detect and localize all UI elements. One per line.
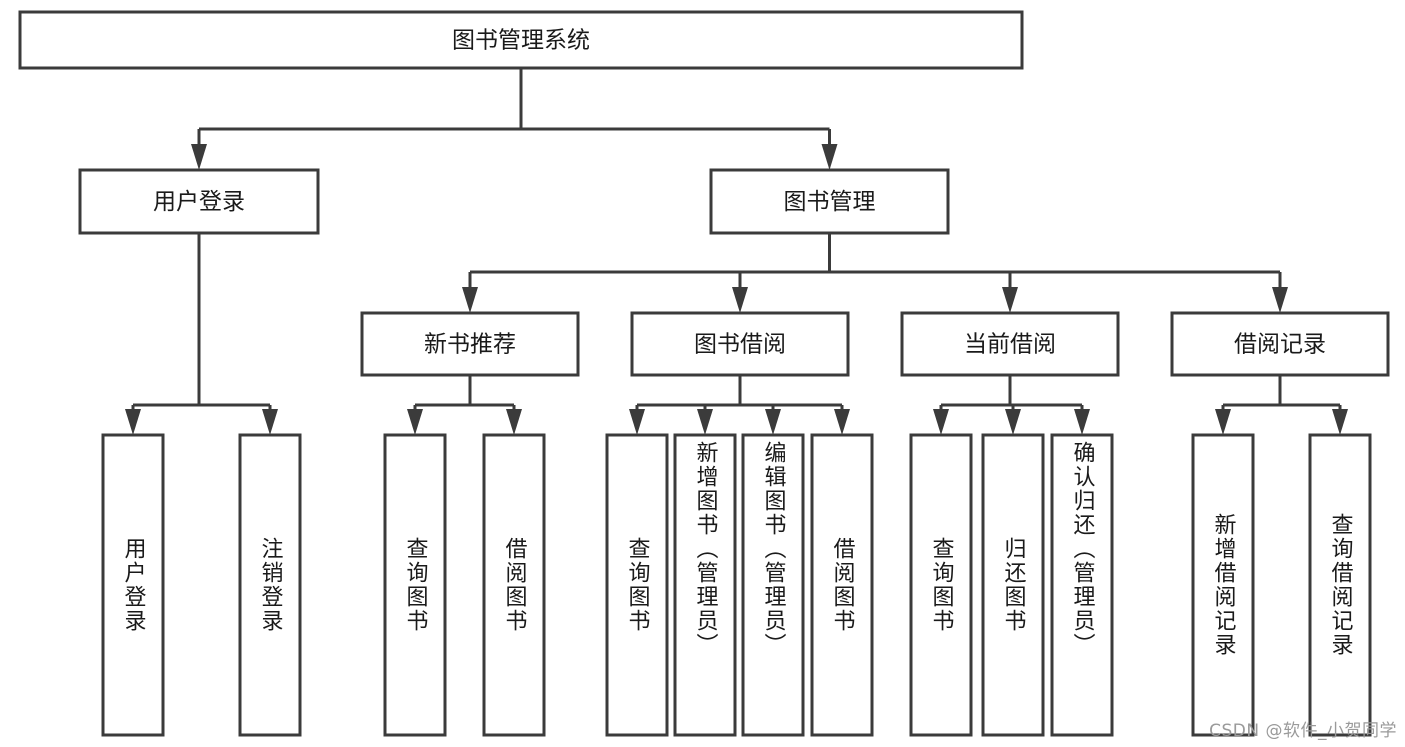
arrowhead-book-borrow <box>732 287 748 313</box>
node-box <box>383 433 447 737</box>
node-box <box>1050 433 1114 737</box>
arrowhead-book-manage <box>821 144 838 170</box>
node-label: 图书管理 <box>784 189 876 215</box>
arrowhead-leaf-confirm-return <box>1074 409 1090 435</box>
node-leaf-borrow-book[interactable] <box>810 433 874 737</box>
node-leaf-query-book-rec[interactable] <box>383 433 447 737</box>
arrowhead-leaf-borrow-book <box>834 409 850 435</box>
connector-layer <box>125 68 1348 435</box>
arrowhead-leaf-borrow-book-rec <box>506 409 522 435</box>
node-box <box>709 168 950 235</box>
node-leaf-query-record[interactable] <box>1308 433 1372 737</box>
node-book-borrow[interactable]: 图书借阅 <box>630 311 850 377</box>
node-box <box>18 10 1024 70</box>
node-book-manage[interactable]: 图书管理 <box>709 168 950 235</box>
node-box <box>1308 433 1372 737</box>
arrowhead-leaf-query-record <box>1332 409 1348 435</box>
node-label: 当前借阅 <box>964 332 1056 358</box>
arrowhead-leaf-logout <box>262 409 278 435</box>
node-box <box>482 433 546 737</box>
arrowhead-leaf-query-book-rec <box>407 409 423 435</box>
node-borrow-record[interactable]: 借阅记录 <box>1170 311 1390 377</box>
node-user-login[interactable]: 用户登录 <box>78 168 320 235</box>
node-leaf-logout[interactable] <box>238 433 302 737</box>
node-box <box>1170 311 1390 377</box>
node-box <box>981 433 1045 737</box>
node-box <box>741 433 805 737</box>
node-root[interactable]: 图书管理系统 <box>18 10 1024 70</box>
node-box <box>673 433 737 737</box>
node-leaf-return-book[interactable] <box>981 433 1045 737</box>
node-leaf-add-record[interactable] <box>1191 433 1255 737</box>
node-leaf-edit-book[interactable] <box>741 433 805 737</box>
node-label: 图书借阅 <box>694 332 786 358</box>
node-box <box>360 311 580 377</box>
node-box <box>810 433 874 737</box>
node-label: 借阅记录 <box>1234 332 1326 358</box>
node-label: 用户登录 <box>153 189 245 215</box>
arrowhead-leaf-edit-book <box>765 409 781 435</box>
node-box <box>1191 433 1255 737</box>
node-box <box>605 433 669 737</box>
node-box <box>101 433 165 737</box>
node-box <box>238 433 302 737</box>
arrowhead-borrow-record <box>1272 287 1288 313</box>
node-leaf-borrow-book-rec[interactable] <box>482 433 546 737</box>
node-box <box>909 433 973 737</box>
node-new-book-rec[interactable]: 新书推荐 <box>360 311 580 377</box>
node-leaf-user-login[interactable] <box>101 433 165 737</box>
arrowhead-current-borrow <box>1002 287 1018 313</box>
node-box <box>630 311 850 377</box>
node-leaf-add-book[interactable] <box>673 433 737 737</box>
node-box <box>78 168 320 235</box>
arrowhead-user-login <box>191 144 207 170</box>
arrowhead-leaf-query-book-borrow <box>629 409 645 435</box>
node-leaf-query-book-cur[interactable] <box>909 433 973 737</box>
node-label: 新书推荐 <box>424 332 516 358</box>
watermark-label: CSDN @软件_小贺同学 <box>1209 721 1397 741</box>
node-current-borrow[interactable]: 当前借阅 <box>900 311 1120 377</box>
node-box <box>900 311 1120 377</box>
node-label: 图书管理系统 <box>452 28 590 54</box>
arrowhead-leaf-user-login <box>125 409 141 435</box>
arrowhead-leaf-add-book <box>697 409 713 435</box>
node-leaf-confirm-return[interactable] <box>1050 433 1114 737</box>
arrowhead-leaf-return-book <box>1005 409 1021 435</box>
node-leaf-query-book-borrow[interactable] <box>605 433 669 737</box>
arrowhead-leaf-query-book-cur <box>933 409 949 435</box>
arrowhead-new-book-rec <box>462 287 478 313</box>
arrowhead-leaf-add-record <box>1215 409 1231 435</box>
